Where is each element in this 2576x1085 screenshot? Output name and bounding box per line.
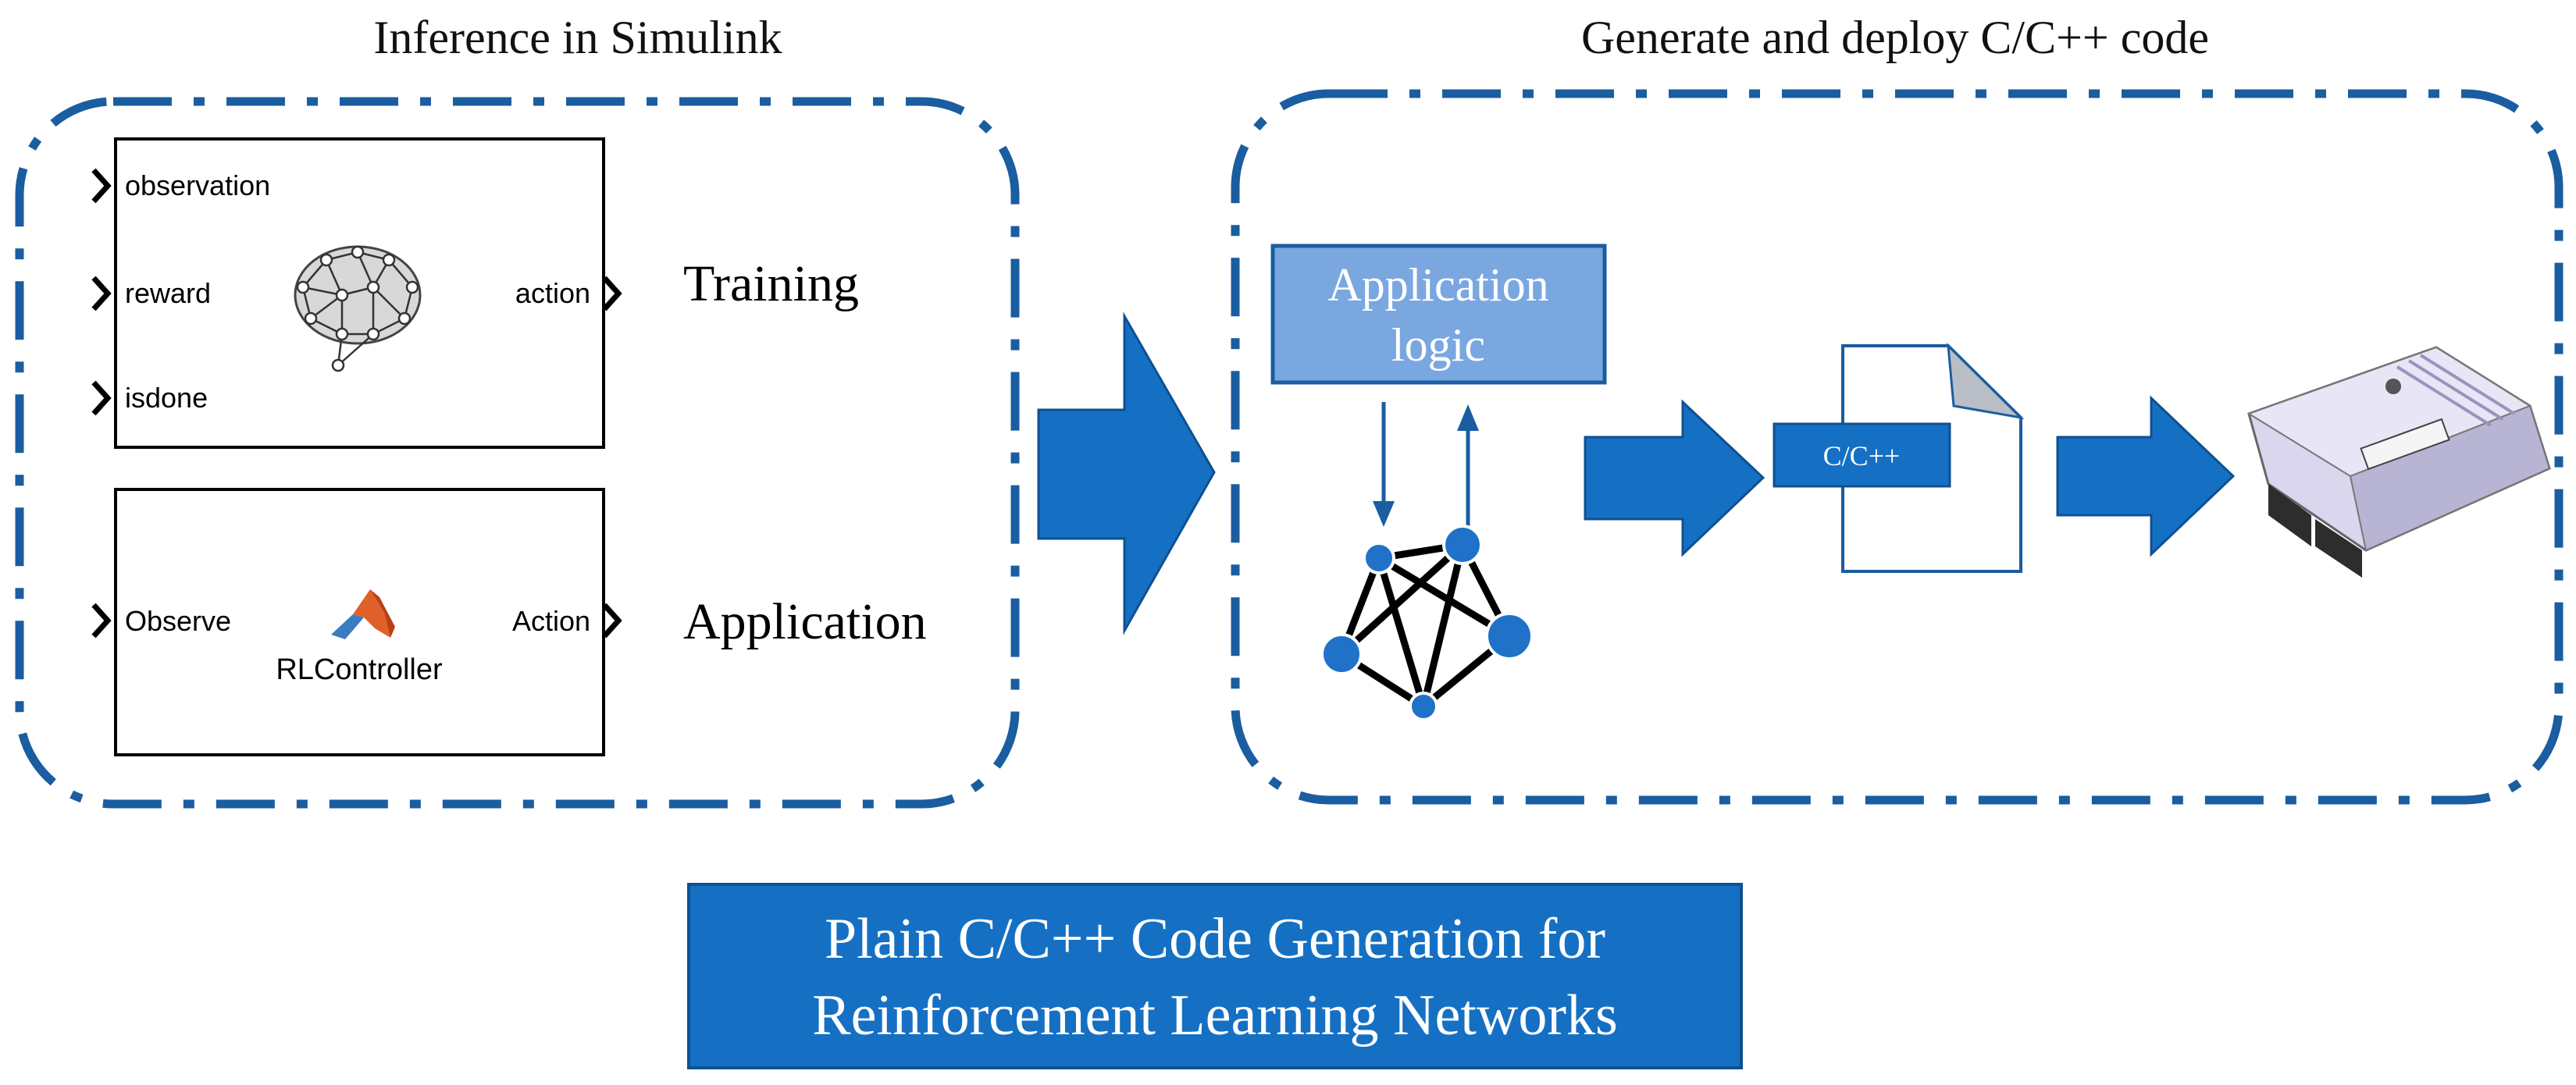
- rlcontroller-label: RLController: [276, 653, 443, 686]
- port-label-observe: Observe: [125, 605, 231, 637]
- application-caption: Application: [683, 593, 927, 650]
- port-observation-chevron: [91, 168, 112, 204]
- to-code-arrow: [1584, 399, 1765, 557]
- port-label-reward: reward: [125, 277, 211, 309]
- to-hardware-arrow: [2056, 395, 2236, 557]
- brain-network-icon: [294, 245, 422, 372]
- right-section-title: Generate and deploy C/C++ code: [1581, 12, 2209, 63]
- port-label-action-out: Action: [512, 605, 590, 637]
- port-isdone-chevron: [91, 380, 112, 416]
- big-flow-arrow: [1037, 311, 1216, 635]
- code-file-icon: C/C++: [1773, 343, 2025, 573]
- footer-line1: Plain C/C++ Code Generation for: [825, 907, 1605, 971]
- port-action-chevron: [602, 276, 622, 311]
- right-dashed-frame: [1231, 89, 2564, 805]
- port-action-out-chevron: [602, 603, 622, 639]
- left-section-title: Inference in Simulink: [373, 12, 782, 63]
- port-label-action: action: [515, 277, 590, 309]
- code-file-label: C/C++: [1823, 440, 1901, 471]
- logic-up-arrow: [1457, 404, 1479, 527]
- port-reward-chevron: [91, 276, 112, 311]
- application-block[interactable]: Observe Action RLController: [91, 488, 622, 756]
- application-logic-line2: logic: [1391, 319, 1485, 371]
- port-observe-chevron: [91, 603, 112, 639]
- port-label-observation: observation: [125, 169, 270, 201]
- ecu-hardware-icon: [2246, 346, 2551, 578]
- port-label-isdone: isdone: [125, 382, 208, 414]
- training-caption: Training: [683, 255, 859, 312]
- application-logic-box: Application logic: [1270, 244, 1607, 385]
- training-block[interactable]: observation reward isdone action: [91, 137, 622, 449]
- footer-line2: Reinforcement Learning Networks: [812, 984, 1618, 1048]
- matlab-logo-icon: [331, 589, 395, 639]
- application-logic-line1: Application: [1327, 259, 1548, 311]
- left-dashed-frame: [15, 97, 1020, 809]
- neural-network-graph-icon: [1320, 525, 1534, 721]
- logic-down-arrow: [1373, 402, 1395, 527]
- footer-banner: Plain C/C++ Code Generation for Reinforc…: [687, 883, 1743, 1069]
